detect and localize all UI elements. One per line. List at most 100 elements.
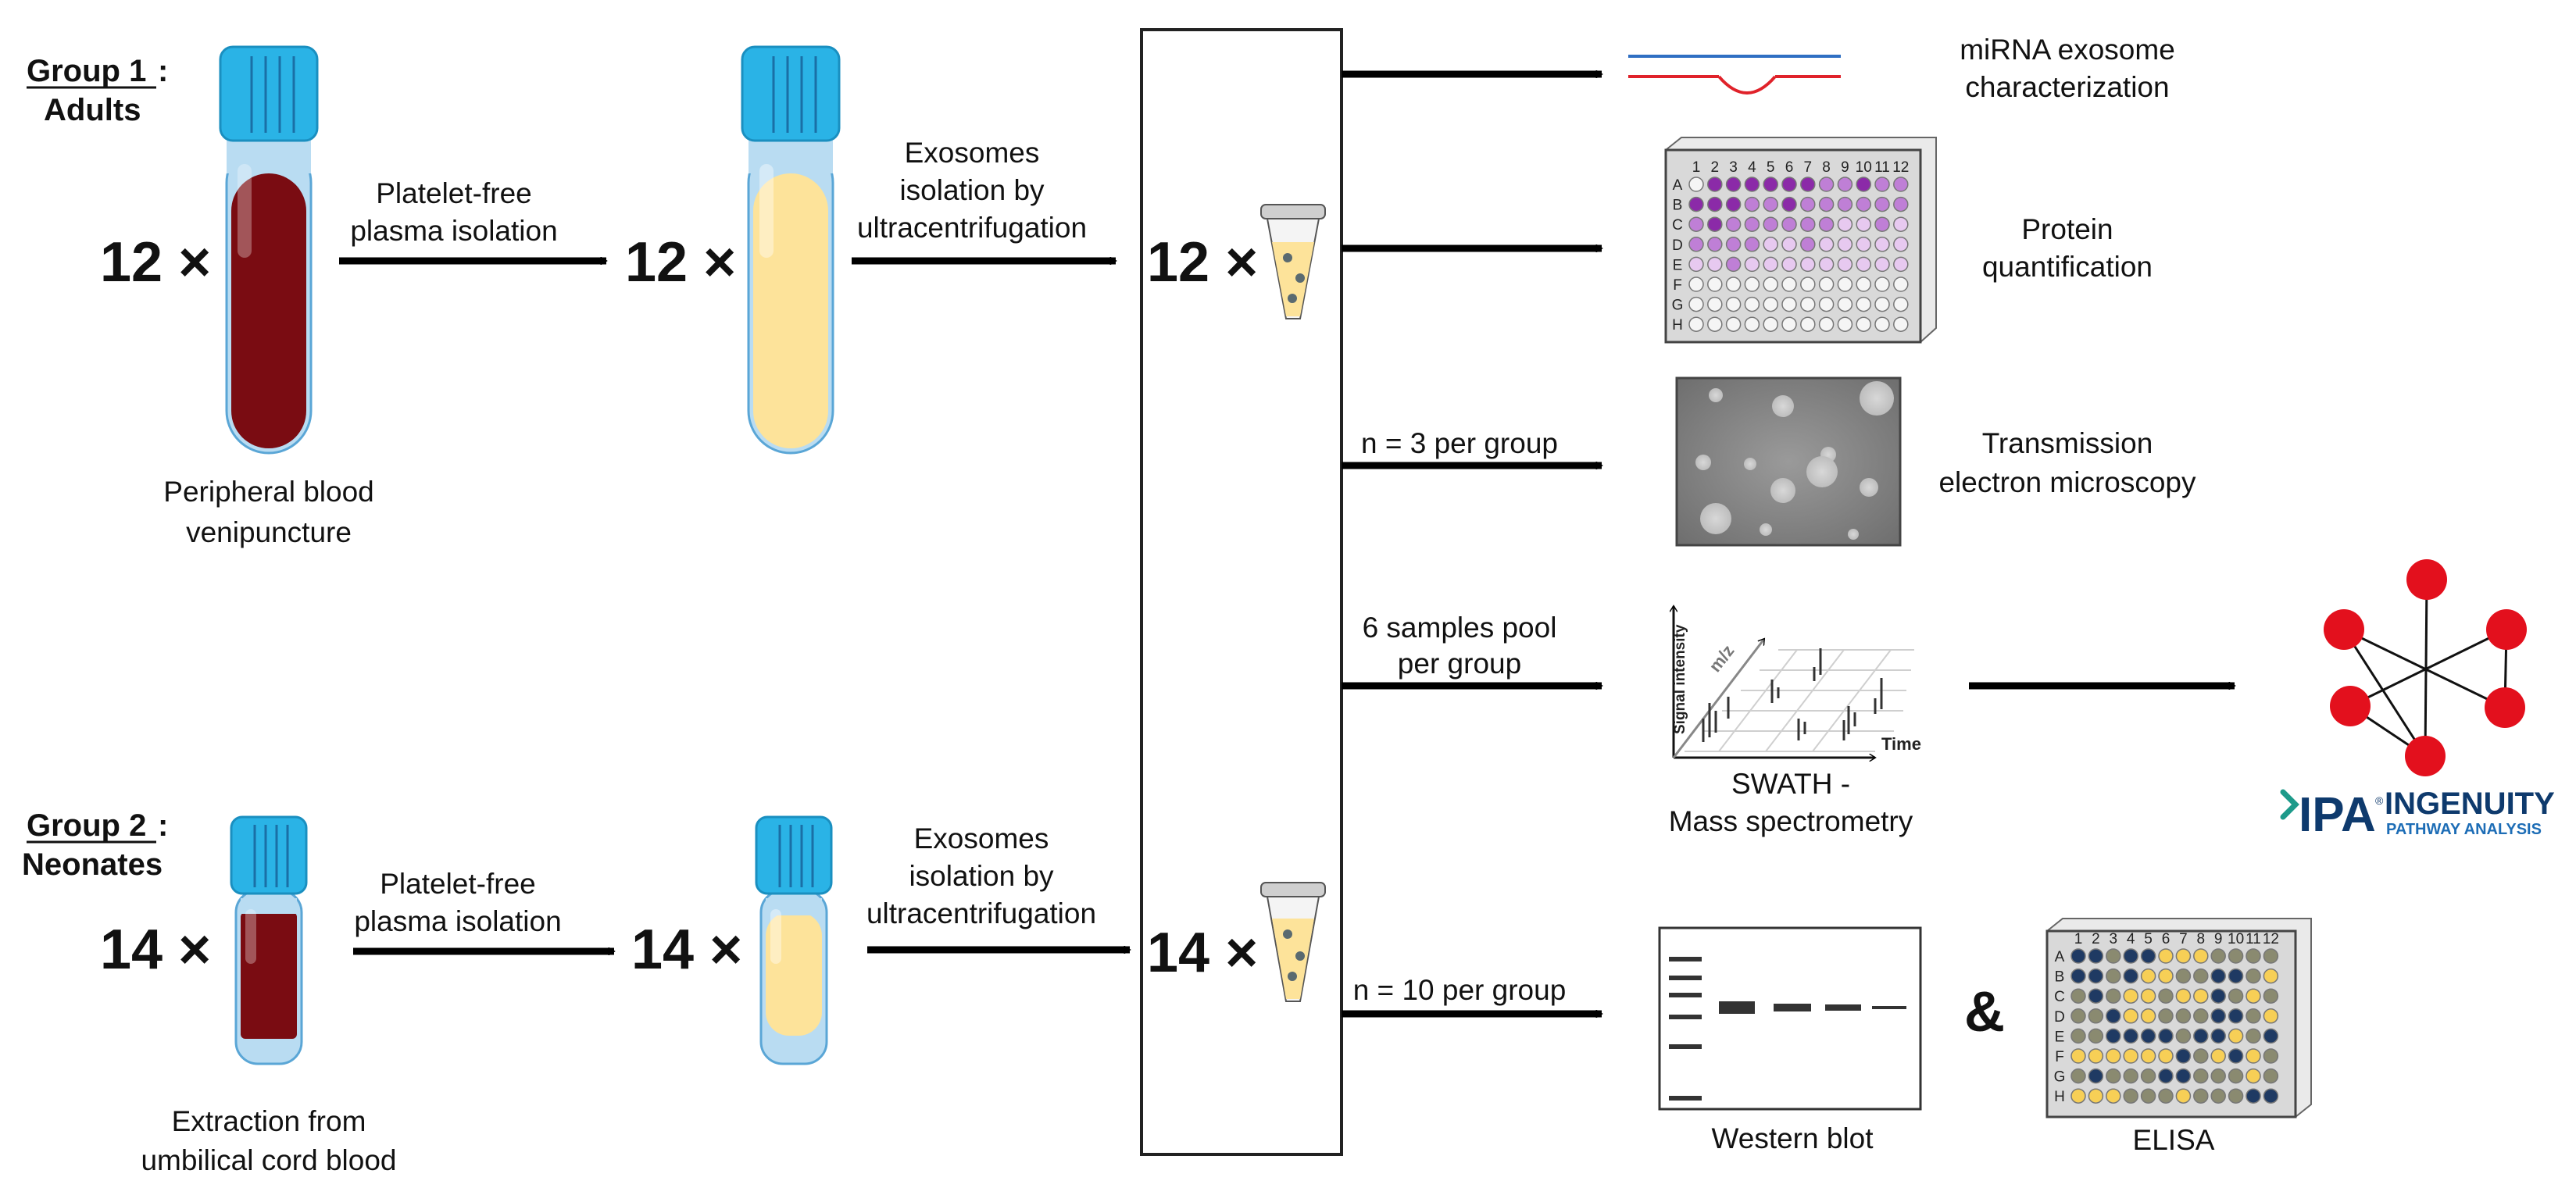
- elisa-plate-well: [2070, 1028, 2086, 1044]
- purple-plate-well: [1688, 237, 1704, 252]
- purple-plate-well: [1707, 256, 1723, 273]
- svg-text:®: ®: [2375, 794, 2384, 807]
- svg-text::: :: [158, 54, 168, 88]
- elisa-plate-well: [2175, 968, 2192, 984]
- elisa-plate-row-label: C: [2054, 989, 2065, 1005]
- purple-plate-well: [1818, 216, 1835, 232]
- purple-plate-well: [1763, 196, 1778, 212]
- elisa-plate-well: [2263, 1028, 2279, 1044]
- group2-source-line1: Extraction from: [172, 1105, 366, 1137]
- elisa-plate-well: [2088, 1088, 2104, 1104]
- elisa-plate-well: [2106, 1008, 2121, 1024]
- purple-plate-well: [1763, 237, 1778, 252]
- purple-plate-well: [1744, 256, 1760, 273]
- plasma-tube-icon: [755, 815, 833, 1065]
- elisa-plate-well: [2158, 1088, 2174, 1104]
- group2-label: Group 2 : Neonates: [22, 808, 168, 882]
- elisa-plate-well: [2175, 988, 2192, 1004]
- elisa-plate-row-label: G: [2054, 1069, 2066, 1086]
- elisa-plate-well: [2140, 1028, 2156, 1044]
- purple-plate-well: [1856, 276, 1871, 292]
- elisa-plate-well: [2193, 1028, 2209, 1044]
- elisa-plate-well: [2140, 988, 2156, 1004]
- elisa-plate-well: [2123, 948, 2138, 964]
- elisa-plate-well: [2088, 968, 2104, 984]
- elisa-plate-well: [2106, 968, 2121, 984]
- elisa-plate-well: [2246, 1028, 2261, 1044]
- elisa-label: ELISA: [2133, 1124, 2215, 1156]
- purple-plate-well: [1874, 216, 1890, 232]
- purple-plate-well: [1763, 296, 1778, 312]
- ms-y-axis-label: Signal intensity: [1672, 624, 1688, 734]
- elisa-plate-well: [2193, 1048, 2209, 1064]
- elisa-plate-well: [2123, 1028, 2138, 1044]
- purple-plate-col-label: 4: [1748, 159, 1756, 176]
- purple-plate-col-label: 12: [1892, 159, 1909, 176]
- group2-step2-line1: Exosomes: [914, 822, 1049, 854]
- elisa-plate-well: [2210, 1068, 2226, 1084]
- purple-plate-col-label: 6: [1785, 159, 1794, 176]
- elisa-plate-well: [2140, 1048, 2156, 1064]
- group1-label: Group 1 : Adults: [27, 54, 168, 127]
- purple-plate-well: [1893, 177, 1909, 192]
- elisa-plate-well: [2228, 1028, 2244, 1044]
- purple-plate-col-label: 5: [1767, 159, 1775, 176]
- elisa-plate-well: [2140, 948, 2156, 964]
- tem-label-line2: electron microscopy: [1938, 466, 2196, 498]
- elisa-plate-well: [2228, 1048, 2244, 1064]
- ipa-logo: IPA ® INGENUITY PATHWAY ANALYSIS: [2280, 787, 2555, 842]
- blood-tube-icon: [219, 45, 319, 455]
- purple-plate-well: [1837, 296, 1853, 312]
- purple-plate-well: [1893, 256, 1909, 273]
- ampersand: &: [1964, 981, 2005, 1044]
- purple-plate-well: [1893, 196, 1909, 212]
- elisa-plate-well: [2123, 988, 2138, 1004]
- purple-plate-well: [1800, 316, 1816, 332]
- purple-plate-row-label: H: [1672, 317, 1683, 334]
- elisa-plate-well: [2088, 988, 2104, 1004]
- purple-plate-well: [1725, 256, 1742, 273]
- purple-plate-well: [1707, 216, 1723, 232]
- elisa-plate-col-label: 8: [2197, 931, 2206, 947]
- elisa-plate-well: [2158, 1068, 2174, 1084]
- purple-plate-well: [1707, 237, 1723, 252]
- purple-plate-well: [1818, 177, 1835, 192]
- purple-plate-well: [1725, 216, 1742, 232]
- purple-plate-well: [1707, 316, 1723, 332]
- purple-plate-well: [1744, 296, 1760, 312]
- elisa-plate-well: [2210, 1008, 2226, 1024]
- tem-micrograph: [1675, 376, 1902, 547]
- elisa-plate-well: [2246, 1008, 2261, 1024]
- elisa-plate-well: [2123, 1068, 2138, 1084]
- purple-plate-well: [1837, 256, 1853, 273]
- elisa-plate-well: [2158, 1048, 2174, 1064]
- svg-text:IPA: IPA: [2299, 788, 2376, 842]
- group2-step2-line2: isolation by: [909, 860, 1054, 892]
- elisa-plate-well: [2246, 988, 2261, 1004]
- group2-step1-line1: Platelet-free: [380, 868, 536, 900]
- purple-plate-well: [1763, 177, 1778, 192]
- group2-count-exosome: 14 ×: [1147, 922, 1258, 984]
- purple-plate-well: [1725, 177, 1742, 192]
- purple-plate-well: [1856, 216, 1871, 232]
- elisa-plate-well: [2175, 1028, 2192, 1044]
- elisa-plate-row-label: D: [2054, 1009, 2065, 1026]
- purple-plate-well: [1818, 316, 1835, 332]
- elisa-plate-well: [2210, 1048, 2226, 1064]
- elisa-plate-well: [2228, 968, 2244, 984]
- purple-plate-well: [1837, 196, 1853, 212]
- elisa-plate-well: [2175, 1068, 2192, 1084]
- purple-plate-well: [1688, 316, 1704, 332]
- purple-plate-well: [1725, 237, 1742, 252]
- purple-plate-row-label: C: [1672, 217, 1683, 234]
- elisa-plate-col-label: 11: [2246, 931, 2261, 947]
- group1-subtitle: Adults: [44, 93, 141, 127]
- purple-plate-well: [1856, 256, 1871, 273]
- purple-plate-well: [1744, 177, 1760, 192]
- purple-plate-well: [1688, 177, 1704, 192]
- group1-step1-line1: Platelet-free: [376, 177, 532, 209]
- purple-plate-well: [1763, 256, 1778, 273]
